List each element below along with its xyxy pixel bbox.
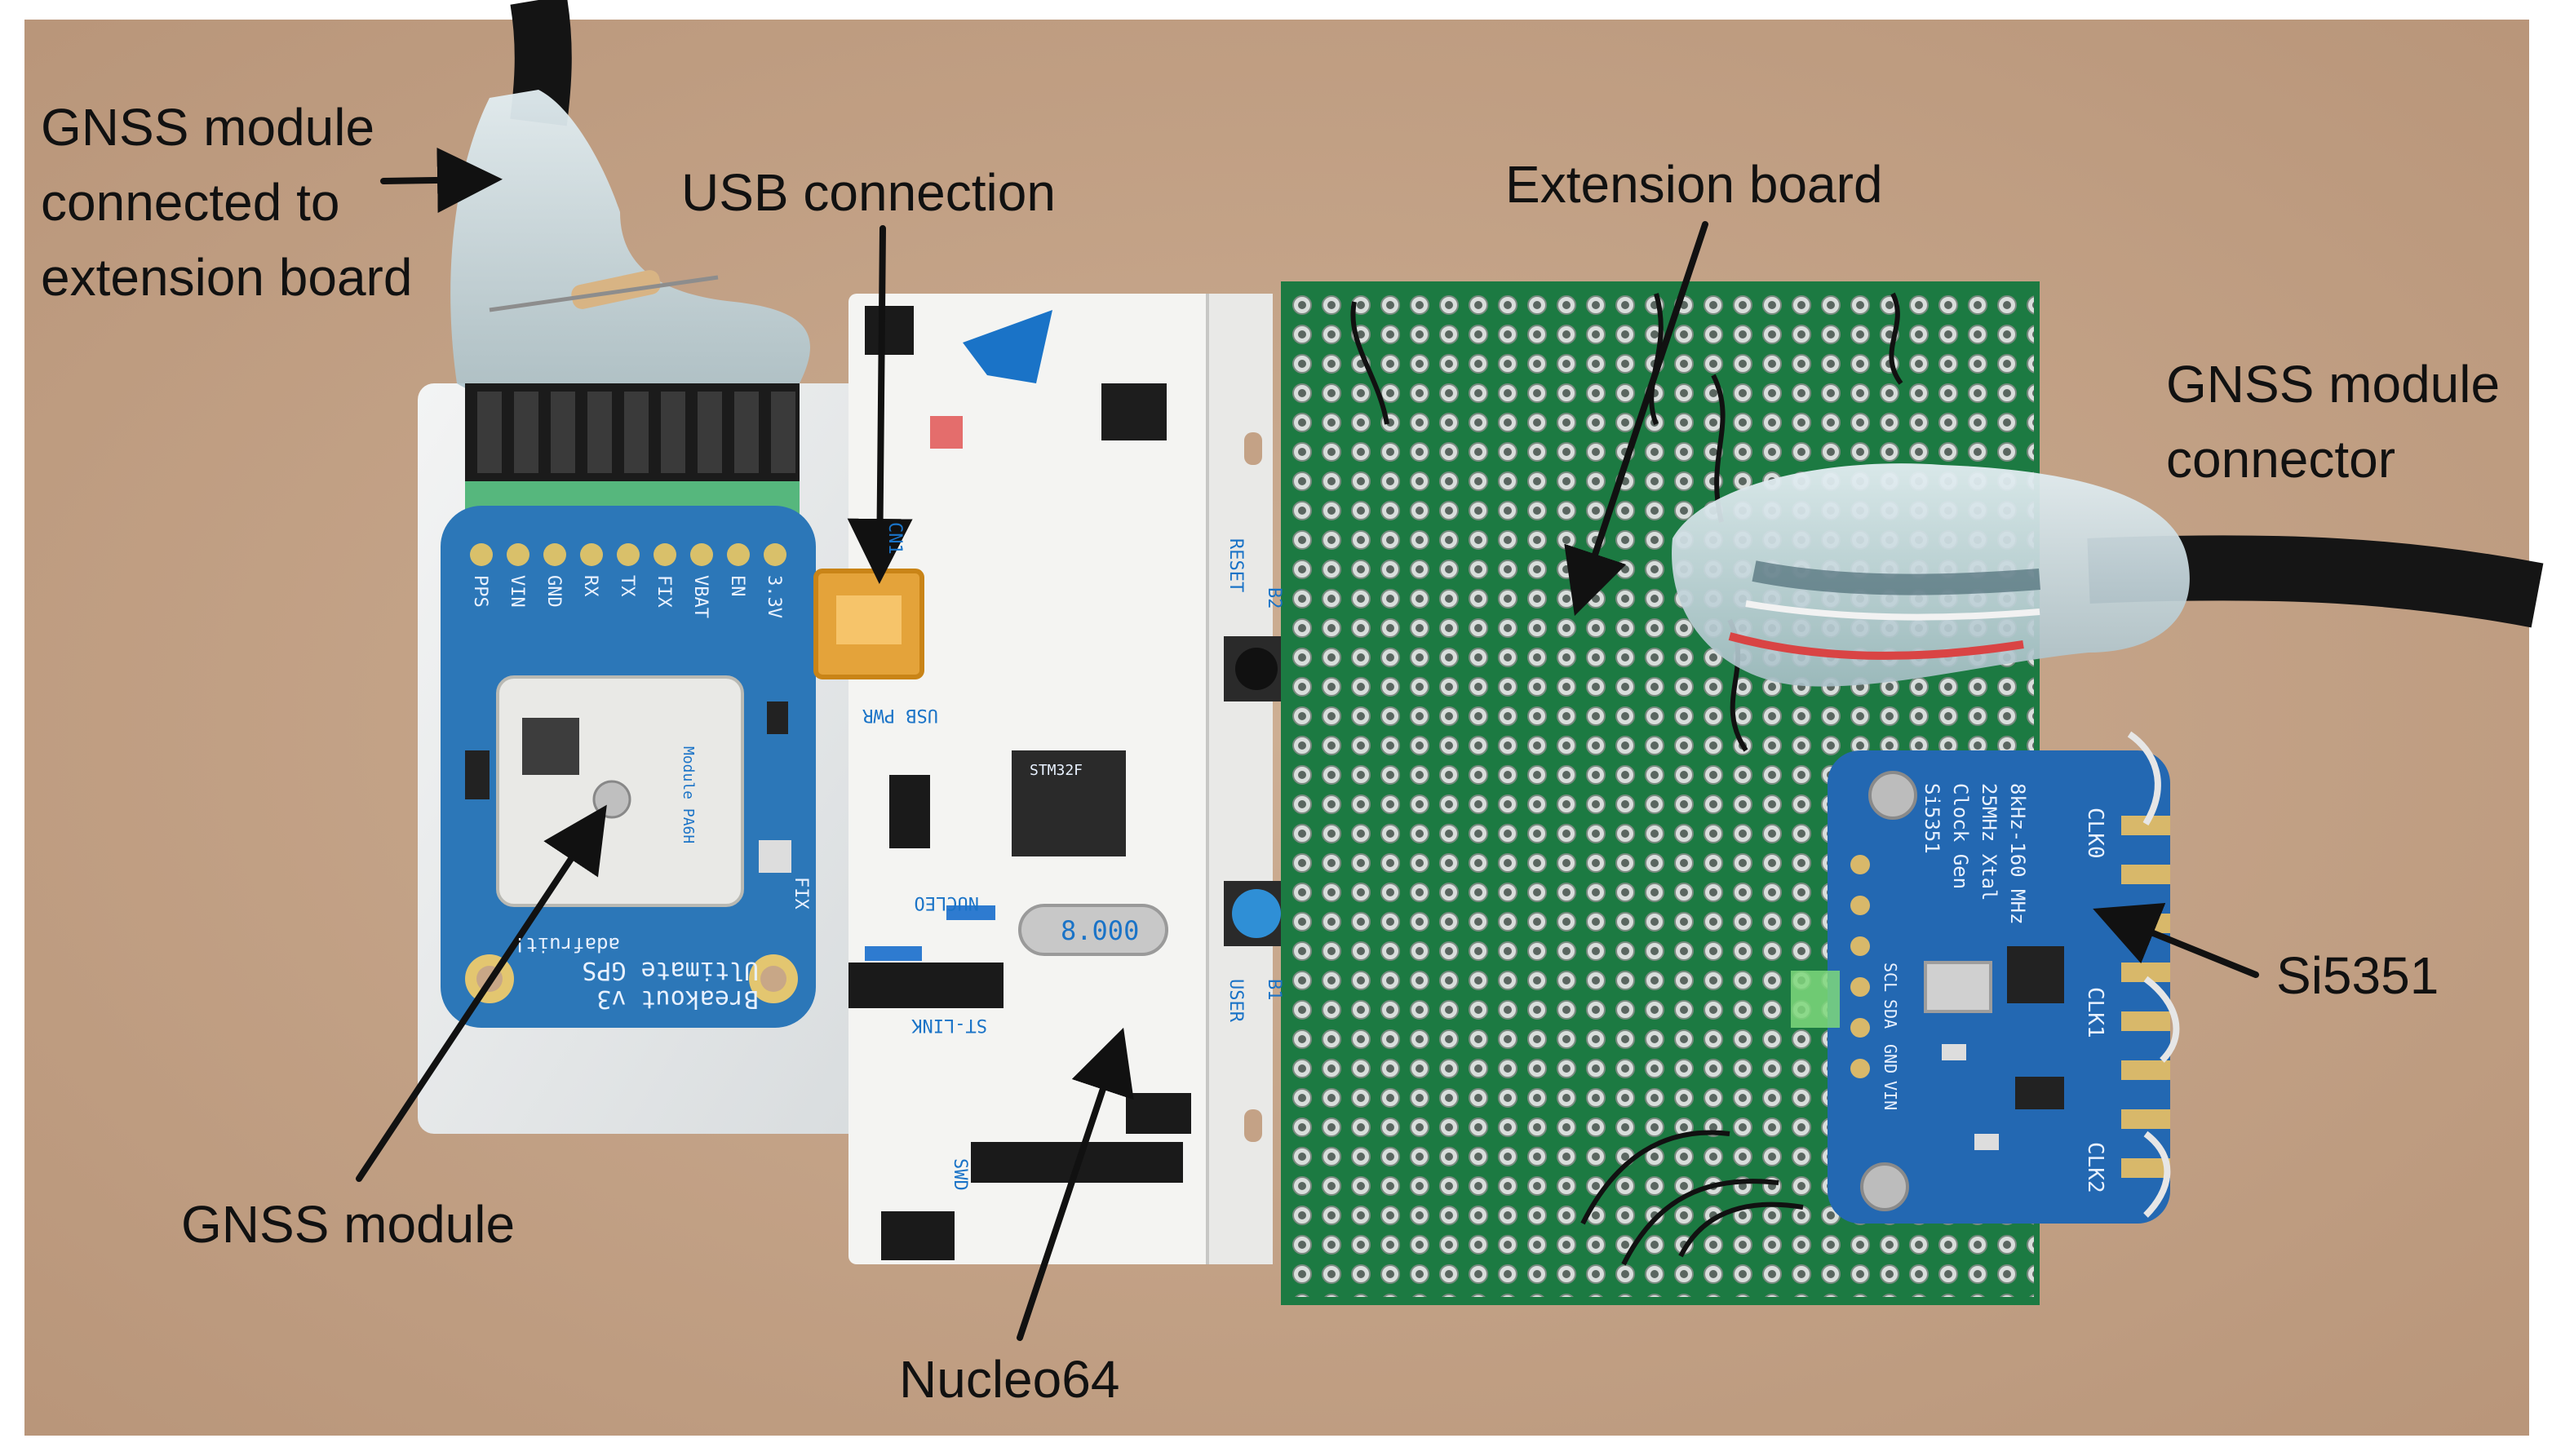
gps-pin-label: RX — [580, 575, 600, 597]
label-gnss-connected-line2: connected to — [41, 173, 340, 232]
gps-pin-label: 3.3V — [764, 575, 784, 618]
board-text-layer: PPS VIN GND RX TX FIX VBAT EN 3.3V Ultimate GPSBr… — [470, 522, 2107, 1193]
gps-pin-label: VIN — [507, 575, 527, 608]
resistor — [571, 270, 661, 309]
label-gnss-connected-line1: GNSS module — [41, 98, 375, 157]
arrow-gnss-module — [356, 804, 607, 1182]
glue-blob-left — [450, 90, 811, 414]
gps-breakout-title: Ultimate GPS — [582, 956, 759, 985]
gps-pin-label: FIX — [654, 575, 674, 608]
gps-pin-label: VBAT — [690, 575, 711, 618]
nucleo-mark-nucleo: NUCLEO — [915, 892, 979, 913]
nucleo-mark-swd: SWD — [950, 1158, 970, 1191]
si-clk-label: CLK0 — [2083, 808, 2107, 859]
gps-pin-label: EN — [727, 575, 747, 597]
nucleo-mark-b1: B1 — [1264, 979, 1284, 1001]
gps-pin-label: GND — [543, 575, 564, 608]
arrow-extension-board — [1564, 221, 1708, 617]
mcu-chip — [1012, 750, 1126, 856]
nucleo-mark-cn1: CN1 — [884, 522, 905, 555]
gps-pin-label: PPS — [470, 575, 490, 608]
si-title-line: 8kHz-160 MHz — [2006, 783, 2029, 924]
nucleo-mark-st-link: ST-LINK — [911, 1015, 987, 1035]
label-usb: USB connection — [681, 163, 1056, 222]
nucleo-mark-reset: RESET — [1225, 538, 1246, 592]
gps-breakout-subtitle: Breakout v3 — [596, 985, 759, 1013]
si-title-line: 25MHz Xtal — [1978, 783, 2000, 901]
label-gnss-connector-line1: GNSS module — [2166, 355, 2501, 414]
gps-brand: adafruit! — [514, 933, 620, 956]
si-clk-label: CLK1 — [2083, 987, 2107, 1038]
annotation-arrows — [356, 147, 2259, 1341]
mcu-marking: STM32F — [1030, 762, 1083, 779]
nucleo-mark-user: USER — [1225, 979, 1246, 1023]
label-gnss-connector-line2: connector — [2166, 430, 2396, 489]
si5351-board — [1791, 731, 2180, 1224]
si-pin-label: SDA — [1881, 999, 1900, 1029]
label-gnss-connected-line3: extension board — [41, 248, 413, 307]
nucleo-mark-usb-pwr: USB PWR — [862, 705, 938, 725]
label-gnss-connector: GNSS module connector — [2166, 347, 2500, 497]
label-gnss-connected: GNSS module connected to extension board — [41, 90, 412, 315]
si-pin-label: VIN — [1881, 1081, 1900, 1110]
arrow-nucleo — [1017, 1027, 1134, 1341]
crystal — [1018, 904, 1168, 956]
si-title-line: Clock Gen — [1949, 783, 1972, 889]
gps-pin-label: TX — [617, 575, 637, 597]
label-extension-board: Extension board — [1505, 155, 1883, 214]
gps-fix-label: FIX — [791, 877, 811, 909]
arrow-gnss-connected — [380, 147, 503, 213]
gps-module-marking: Module PA6H — [680, 746, 697, 843]
crystal-marking: 8.000 — [1061, 915, 1139, 946]
label-gnss-module: GNSS module — [181, 1195, 516, 1254]
nucleo-mark-b2: B2 — [1264, 587, 1284, 609]
nucleo64-board — [813, 294, 1289, 1264]
si-title-line: Si5351 — [1921, 783, 1943, 854]
label-nucleo64: Nucleo64 — [899, 1350, 1120, 1409]
arrow-si5351 — [2093, 902, 2259, 978]
header-connector — [465, 383, 800, 514]
si-pin-label: SCL — [1881, 963, 1900, 992]
arrow-usb — [847, 225, 913, 584]
si-clk-label: CLK2 — [2083, 1142, 2107, 1193]
label-si5351: Si5351 — [2276, 946, 2439, 1005]
si-pin-label: GND — [1881, 1044, 1900, 1073]
